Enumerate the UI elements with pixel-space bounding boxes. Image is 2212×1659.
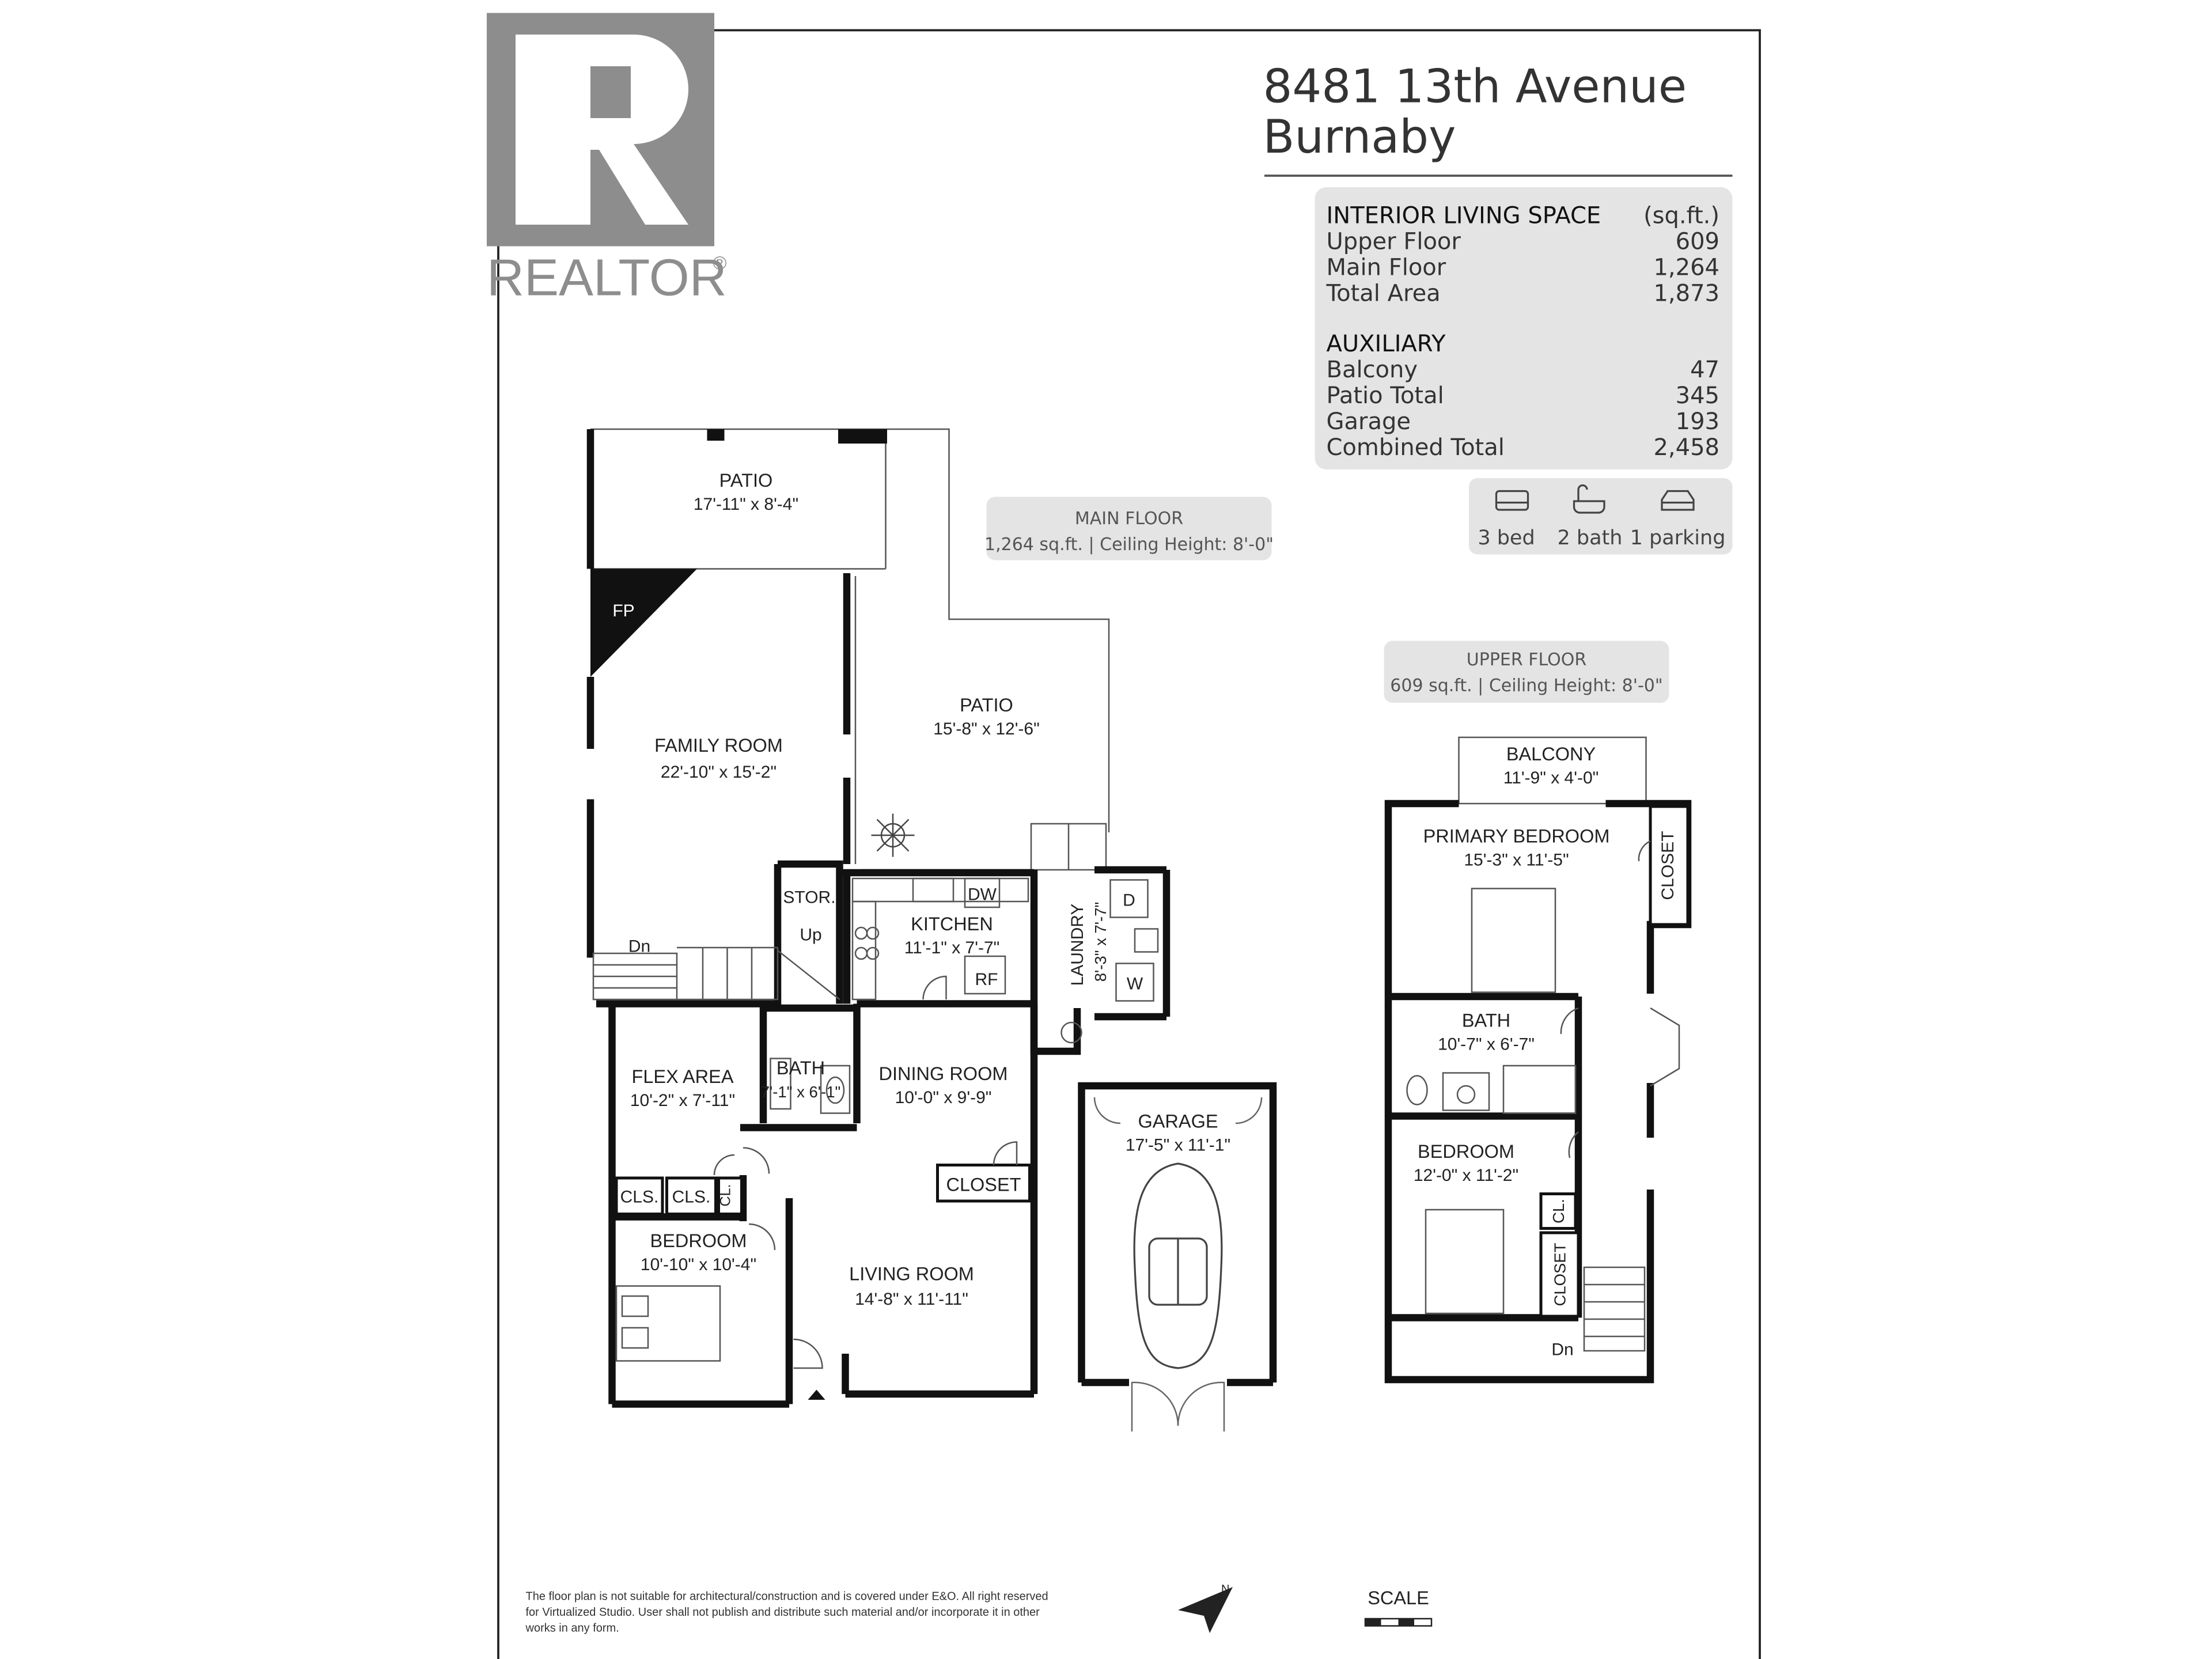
stairs-up-label: Up <box>800 926 821 945</box>
stairs-down-label: Dn <box>628 937 650 956</box>
area-row-value: 609 <box>1676 229 1719 255</box>
room-patio-1-name: PATIO <box>719 470 773 491</box>
dishwasher-label: DW <box>968 885 997 904</box>
bed-icon <box>1495 490 1529 511</box>
room-bedroom-upper-dim: 12'-0" x 11'-2" <box>1414 1166 1518 1185</box>
primary-closet-label: CLOSET <box>1658 831 1677 900</box>
fireplace <box>590 569 697 677</box>
aux-row-label: Balcony <box>1327 357 1418 383</box>
area-table: INTERIOR LIVING SPACE (sq.ft.) Upper Flo… <box>1315 187 1733 469</box>
room-bath-upper-name: BATH <box>1462 1010 1510 1031</box>
realtor-logo: REALTOR ® <box>487 13 727 307</box>
fireplace-label: FP <box>612 601 634 620</box>
dryer-label: D <box>1123 891 1135 910</box>
cls-label-1: CLS. <box>620 1188 659 1207</box>
area-table-unit: (sq.ft.) <box>1643 203 1719 229</box>
main-floor-plan <box>586 428 1171 1408</box>
aux-heading: AUXILIARY <box>1327 331 1446 357</box>
upper-floor-info: UPPER FLOOR 609 sq.ft. | Ceiling Height:… <box>1384 641 1669 703</box>
room-family-name: FAMILY ROOM <box>654 735 783 756</box>
cl-label-main: CL. <box>718 1184 734 1207</box>
area-row-label: Total Area <box>1326 281 1441 307</box>
room-kitchen-dim: 11'-1" x 7'-7" <box>904 938 1000 957</box>
features-box: 3 bed 2 bath 1 parking <box>1469 478 1733 555</box>
feature-parking: 1 parking <box>1630 527 1726 550</box>
car-top-view <box>1133 1162 1223 1369</box>
room-garage-dim: 17'-5" x 11'-1" <box>1126 1136 1230 1155</box>
address-line-2: Burnaby <box>1263 110 1456 164</box>
north-arrow-icon: N <box>1178 1583 1233 1633</box>
plant-icon <box>871 813 915 857</box>
room-flex-dim: 10'-2" x 7'-11" <box>630 1091 735 1110</box>
room-bedroom-upper-name: BEDROOM <box>1418 1141 1514 1162</box>
scale-bar: SCALE <box>1364 1588 1433 1627</box>
svg-text:609 sq.ft. | Ceiling Height: 8: 609 sq.ft. | Ceiling Height: 8'-0" <box>1390 676 1662 696</box>
svg-text:MAIN FLOOR: MAIN FLOOR <box>1075 509 1183 529</box>
svg-text:N: N <box>1221 1583 1229 1596</box>
svg-text:SCALE: SCALE <box>1368 1588 1429 1608</box>
room-family-dim: 22'-10" x 15'-2" <box>661 763 777 782</box>
closet-label: CLOSET <box>946 1175 1021 1195</box>
stairs-down-upper-label: Dn <box>1551 1340 1573 1359</box>
aux-row-value: 345 <box>1676 382 1719 409</box>
aux-row-label: Garage <box>1327 408 1411 435</box>
svg-text:UPPER FLOOR: UPPER FLOOR <box>1467 650 1586 670</box>
svg-text:The floor plan is not suitable: The floor plan is not suitable for archi… <box>526 1590 1048 1603</box>
room-flex-name: FLEX AREA <box>631 1066 733 1087</box>
bathtub-icon <box>1573 484 1605 514</box>
svg-text:1,264 sq.ft. | Ceiling Height:: 1,264 sq.ft. | Ceiling Height: 8'-0" <box>984 535 1274 555</box>
area-row-label: Upper Floor <box>1327 229 1461 255</box>
svg-text:works in any form.: works in any form. <box>525 1622 619 1635</box>
room-patio-2-name: PATIO <box>960 695 1013 715</box>
cl-label-upper: CL. <box>1550 1199 1567 1224</box>
room-living-dim: 14'-8" x 11'-11" <box>855 1290 968 1309</box>
room-living-name: LIVING ROOM <box>849 1264 974 1285</box>
garage-plan <box>1078 1082 1277 1431</box>
aux-row-value: 47 <box>1690 357 1719 383</box>
svg-text:REALTOR: REALTOR <box>487 249 727 307</box>
room-garage-name: GARAGE <box>1138 1111 1218 1132</box>
washer-label: W <box>1127 975 1143 994</box>
car-icon <box>1661 490 1695 511</box>
cls-label-2: CLS. <box>672 1188 711 1207</box>
room-dining-dim: 10'-0" x 9'-9" <box>895 1088 992 1107</box>
storage-label: STOR. <box>783 888 835 907</box>
room-kitchen-name: KITCHEN <box>911 914 993 934</box>
room-bedroom-main-name: BEDROOM <box>650 1230 747 1251</box>
aux-row-label: Combined Total <box>1327 434 1505 461</box>
room-dining-name: DINING ROOM <box>879 1063 1008 1084</box>
upper-floor-plan <box>1384 736 1692 1384</box>
closet-box <box>936 1164 1031 1203</box>
area-row-value: 1,873 <box>1653 281 1719 307</box>
closet-label-upper: CLOSET <box>1551 1243 1569 1306</box>
main-floor-info: MAIN FLOOR 1,264 sq.ft. | Ceiling Height… <box>984 497 1274 560</box>
room-laundry-dim: 8'-3" x 7'-7" <box>1092 902 1109 982</box>
aux-row-value: 2,458 <box>1653 434 1719 461</box>
aux-row-label: Patio Total <box>1327 382 1444 409</box>
feature-beds: 3 bed <box>1478 527 1535 550</box>
area-row-value: 1,264 <box>1653 255 1719 281</box>
fridge-label: RF <box>975 970 998 989</box>
feature-baths: 2 bath <box>1558 527 1623 550</box>
room-balcony-name: BALCONY <box>1506 744 1596 764</box>
room-patio-2-dim: 15'-8" x 12'-6" <box>933 719 1040 738</box>
room-patio-1-dim: 17'-11" x 8'-4" <box>694 495 798 514</box>
svg-text:for Virtualized Studio. User s: for Virtualized Studio. User shall not p… <box>526 1606 1040 1619</box>
aux-row-value: 193 <box>1676 408 1719 435</box>
room-bath-main-dim: 7'-1" x 6'-1" <box>761 1083 841 1101</box>
area-table-heading: INTERIOR LIVING SPACE <box>1327 203 1601 229</box>
address-line-1: 8481 13th Avenue <box>1263 60 1687 113</box>
room-bath-main-name: BATH <box>777 1058 825 1078</box>
room-laundry-name: LAUNDRY <box>1068 904 1087 986</box>
room-bedroom-main-dim: 10'-10" x 10'-4" <box>641 1255 756 1274</box>
area-row-label: Main Floor <box>1327 255 1446 281</box>
room-bath-upper-dim: 10'-7" x 6'-7" <box>1438 1035 1535 1054</box>
svg-text:®: ® <box>713 253 727 274</box>
room-primary-dim: 15'-3" x 11'-5" <box>1464 851 1569 870</box>
disclaimer: The floor plan is not suitable for archi… <box>525 1590 1048 1635</box>
room-primary-name: PRIMARY BEDROOM <box>1423 826 1610 847</box>
room-balcony-dim: 11'-9" x 4'-0" <box>1503 768 1599 787</box>
